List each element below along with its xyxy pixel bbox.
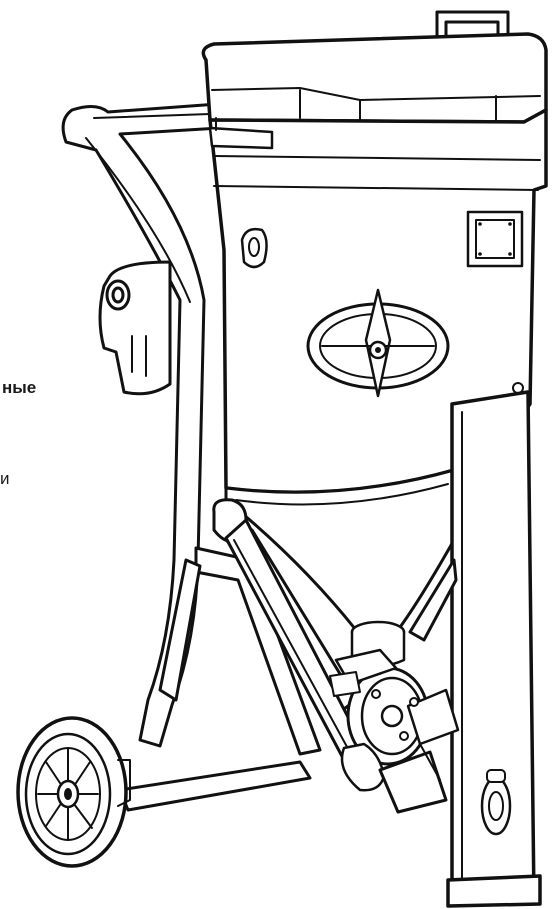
frame-handle — [61, 102, 222, 748]
front-leg — [446, 390, 542, 908]
filter-unit — [98, 260, 172, 396]
tank-cone — [224, 468, 456, 668]
cropped-text-bold: ные — [2, 378, 37, 397]
wheel — [16, 716, 131, 868]
cropped-text-plain: и — [0, 469, 10, 488]
metering-valve — [212, 498, 460, 814]
